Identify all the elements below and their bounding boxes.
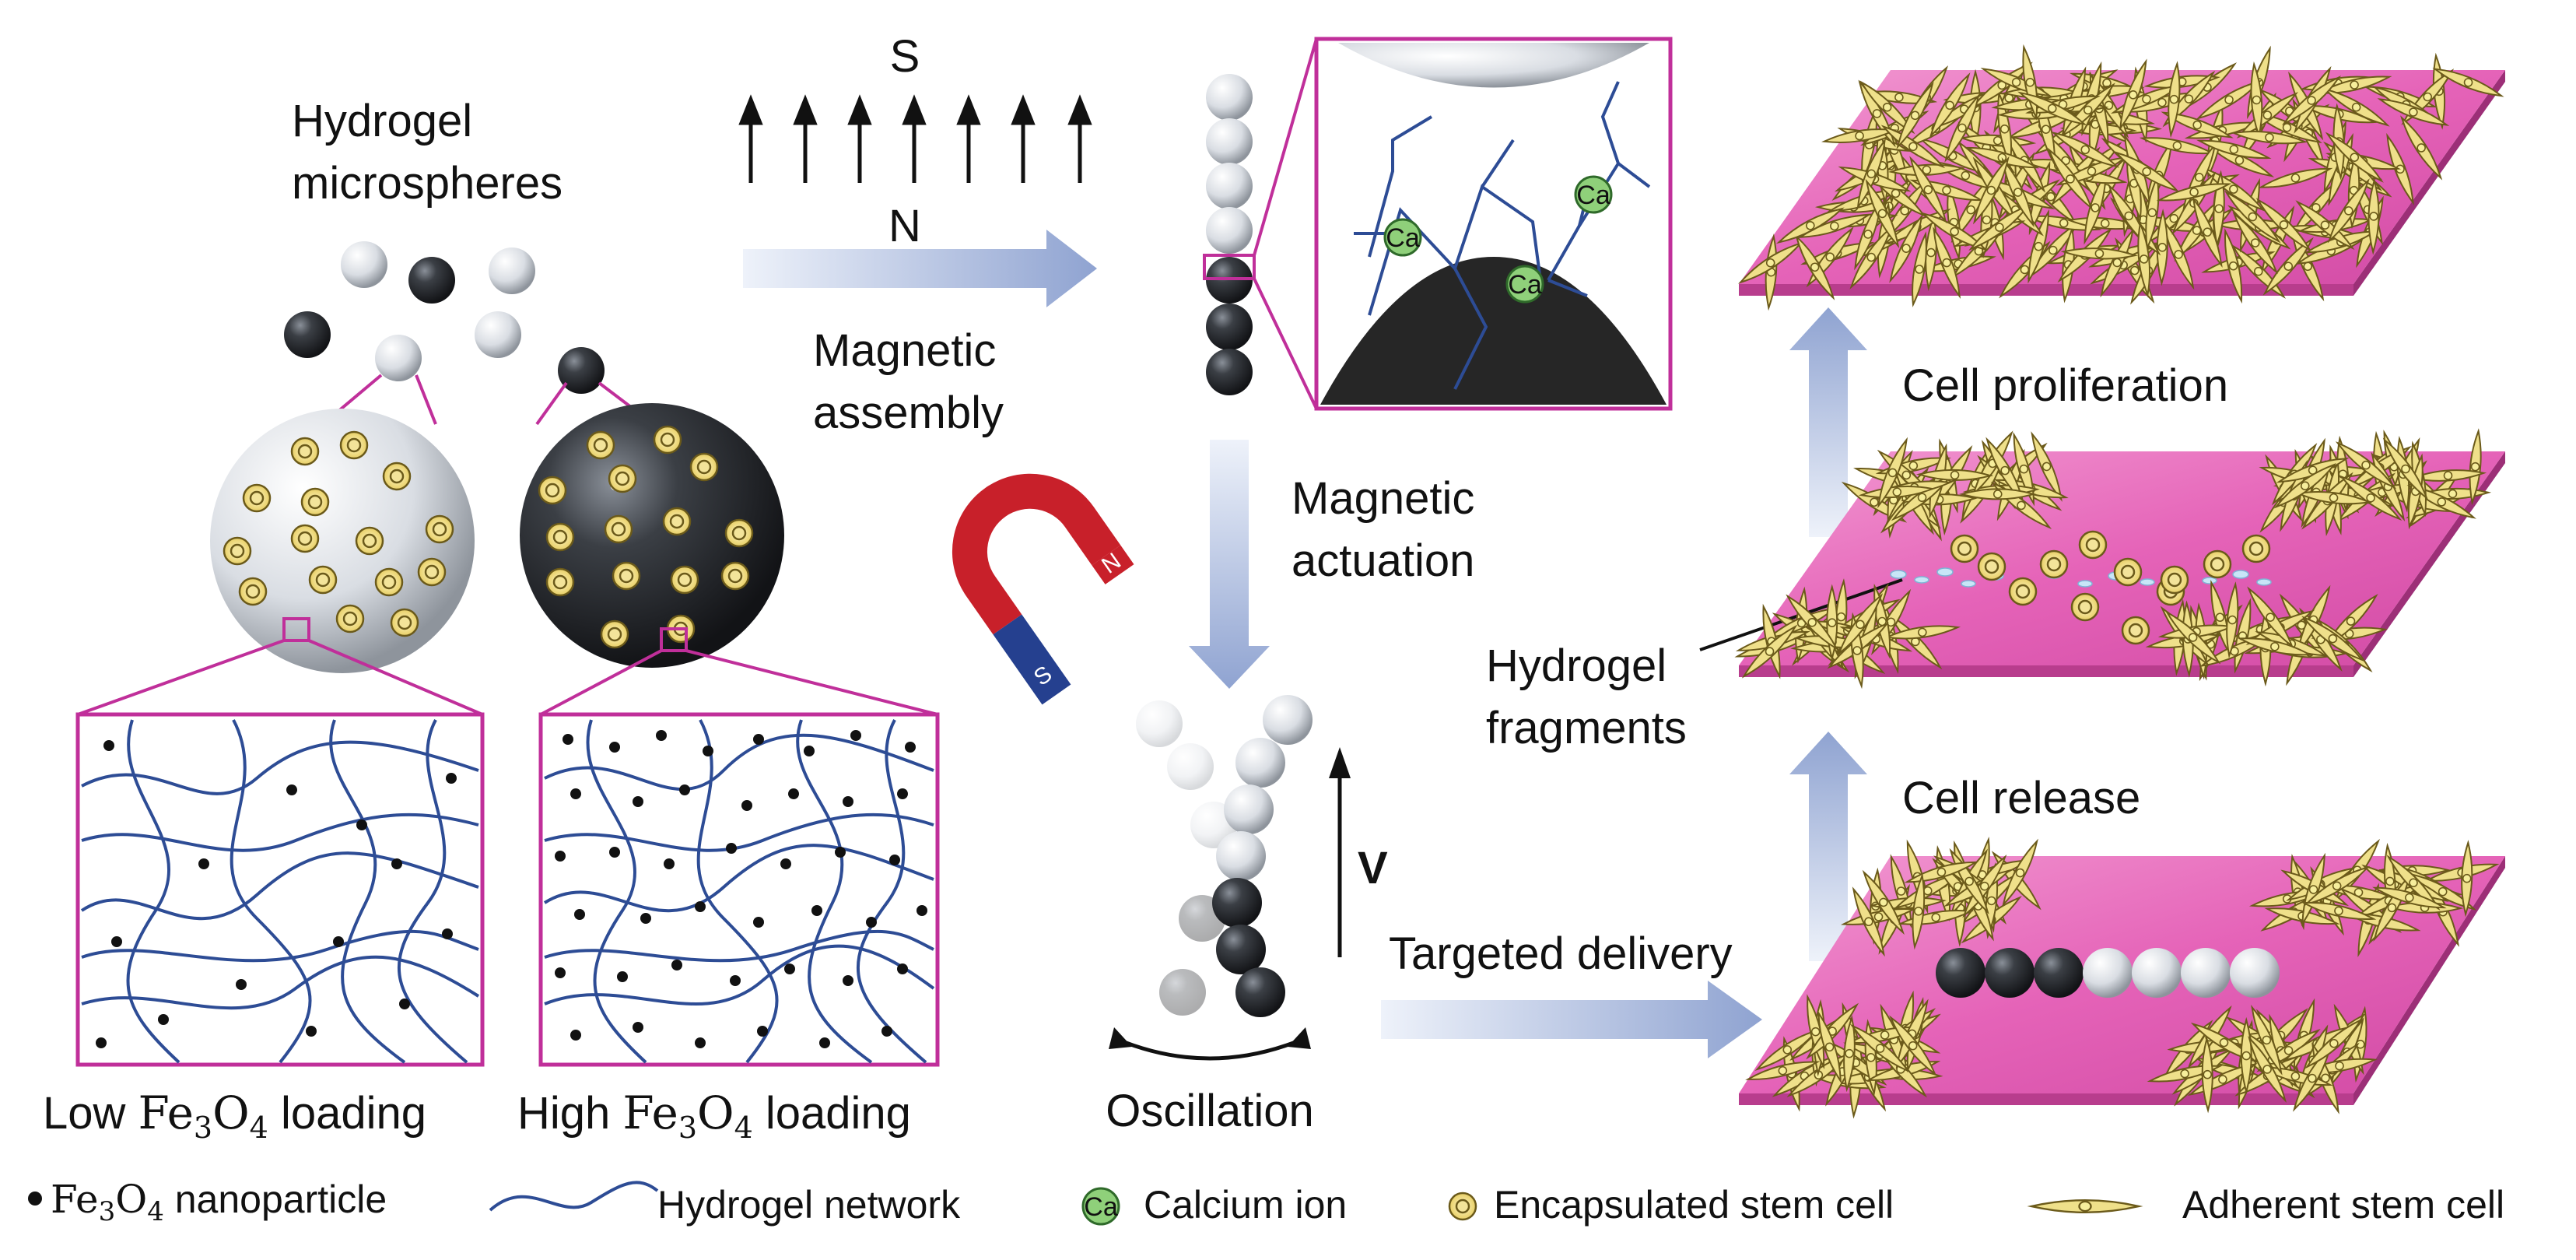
low-loading-microsphere: [210, 409, 475, 673]
small-black-sphere: [284, 311, 331, 358]
high-loading-network-box: [538, 712, 940, 1067]
low-loading-label: Low Fe3O4 loading: [43, 1086, 426, 1145]
field-s-label: S: [890, 31, 920, 82]
hydrogel-network-high: [543, 719, 935, 1064]
small-white-sphere: [341, 241, 387, 288]
legend-nanoparticle: Fe3O4 nanoparticle: [28, 1177, 387, 1227]
delivered-chain: [1936, 948, 2280, 998]
nanoparticles-low: [96, 740, 457, 1048]
chain-zoom-box: [1203, 254, 1256, 280]
network-line-icon: [489, 1181, 659, 1212]
magnetic-assembly-label-line1: Magnetic: [813, 325, 996, 376]
small-white-sphere: [489, 247, 535, 294]
hydrogel-fragments-label-line2: fragments: [1486, 703, 1687, 753]
adherent-cell-icon: [2030, 1199, 2140, 1214]
hydrogel-fragments-label-line1: Hydrogel: [1486, 641, 1667, 691]
horseshoe-magnet: S N: [952, 473, 1134, 705]
legend: Fe3O4 nanoparticle Hydrogel network Ca C…: [28, 1177, 2504, 1227]
field-n-label: N: [888, 201, 921, 251]
legend-encapsulated-cell: Encapsulated stem cell: [1448, 1183, 1894, 1227]
oscillation-label: Oscillation: [1106, 1086, 1314, 1136]
high-loading-microsphere: [520, 403, 784, 668]
cell-release-label: Cell release: [1902, 773, 2140, 823]
high-loading-label: High Fe3O4 loading: [517, 1086, 911, 1145]
legend-ca-text: Ca: [1084, 1192, 1118, 1222]
hydrogel-microspheres-title: Hydrogel microspheres: [292, 96, 563, 209]
oscillating-chain: [1136, 695, 1313, 1017]
small-microspheres-cluster: [284, 241, 605, 394]
nanoparticle-icon: [28, 1192, 42, 1206]
velocity-arrow: V: [1329, 747, 1388, 957]
oscillation-arrow: Oscillation: [1106, 1027, 1314, 1136]
small-black-sphere: [408, 257, 455, 304]
legend-calcium-ion: Ca Calcium ion: [1081, 1183, 1347, 1227]
legend-hydrogel-network-label: Hydrogel network: [657, 1183, 961, 1227]
legend-adherent-cell-label: Adherent stem cell: [2182, 1183, 2504, 1227]
release-arrow: [1789, 732, 1867, 961]
targeted-delivery-arrow: [1381, 981, 1762, 1058]
magnetic-actuation-label-line2: actuation: [1292, 535, 1474, 586]
cell-proliferation-label: Cell proliferation: [1902, 360, 2228, 411]
legend-encapsulated-cell-label: Encapsulated stem cell: [1494, 1183, 1894, 1227]
legend-hydrogel-network: Hydrogel network: [489, 1181, 961, 1227]
legend-nanoparticle-label: Fe3O4 nanoparticle: [51, 1177, 387, 1227]
calcium-ion-label: Ca: [1386, 223, 1420, 253]
nanoparticles-high: [555, 730, 927, 1048]
calcium-ion-label: Ca: [1508, 270, 1542, 300]
magnetic-actuation-label-line1: Magnetic: [1292, 473, 1474, 524]
proliferation-arrow: [1789, 307, 1867, 537]
chain-zoom-lines: [1253, 38, 1318, 409]
hydrogel-microspheres-label-line1: Hydrogel: [292, 96, 472, 146]
assembled-chain: [1203, 74, 1256, 395]
zoom-lines-down: [77, 639, 938, 716]
low-loading-network-box: [75, 712, 485, 1067]
magnetic-assembly-label-line2: assembly: [813, 388, 1004, 438]
velocity-label: V: [1358, 843, 1388, 893]
calcium-ion-label: Ca: [1576, 181, 1610, 210]
field-arrows: [738, 94, 1092, 183]
hydrogel-microspheres-label-line2: microspheres: [292, 158, 563, 209]
small-white-sphere: [475, 311, 521, 358]
small-black-sphere: [558, 347, 605, 394]
magnetic-field: S N: [738, 31, 1092, 251]
magnetic-actuation-arrow: [1189, 440, 1270, 689]
targeted-delivery-label: Targeted delivery: [1389, 928, 1733, 979]
legend-calcium-ion-label: Calcium ion: [1144, 1183, 1347, 1227]
magnetic-assembly-arrow: [743, 230, 1097, 307]
hydrogel-network-low: [80, 719, 480, 1064]
legend-adherent-cell: Adherent stem cell: [2030, 1183, 2504, 1227]
encapsulated-cell-icon: [1448, 1192, 1477, 1221]
calcium-ions-zoom: Ca Ca Ca: [1383, 175, 1613, 304]
small-white-sphere: [375, 335, 422, 381]
interface-zoom-box: Ca Ca Ca: [1314, 37, 1673, 411]
